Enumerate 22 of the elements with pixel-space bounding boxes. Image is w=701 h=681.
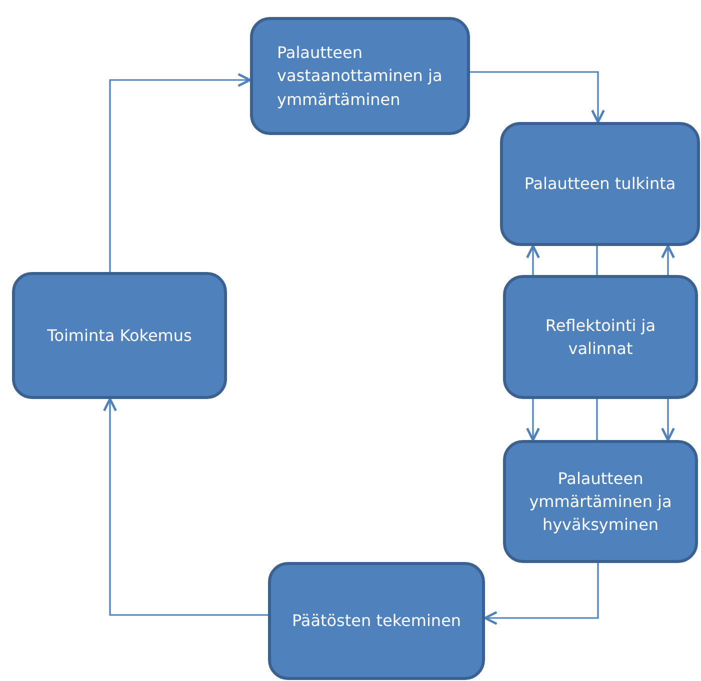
box-label: Päätösten tekeminen — [292, 610, 462, 632]
connector-line — [596, 246, 598, 275]
arrow — [526, 399, 540, 442]
arrow — [470, 71, 605, 124]
box-label: Toiminta Kokemus — [47, 324, 192, 347]
process-box — [503, 440, 698, 563]
arrow — [103, 398, 268, 616]
arrow — [661, 399, 675, 442]
process-box — [500, 122, 700, 246]
box-label: Reflektointi ja valinnat — [544, 314, 657, 360]
process-box — [268, 562, 485, 680]
box-label: Palautteen vastaanottaminen ja ymmärtäminen — [277, 42, 444, 111]
arrow — [484, 563, 599, 625]
arrow — [109, 73, 252, 272]
process-box — [503, 275, 698, 399]
arrow — [526, 244, 540, 275]
process-box — [250, 17, 470, 135]
box-label: Palautteen ymmärtäminen ja hyväksyminen — [528, 468, 673, 536]
box-label: Palautteen tulkinta — [524, 173, 676, 196]
connector-line — [596, 399, 598, 440]
arrow — [661, 244, 675, 275]
process-box — [12, 272, 227, 399]
